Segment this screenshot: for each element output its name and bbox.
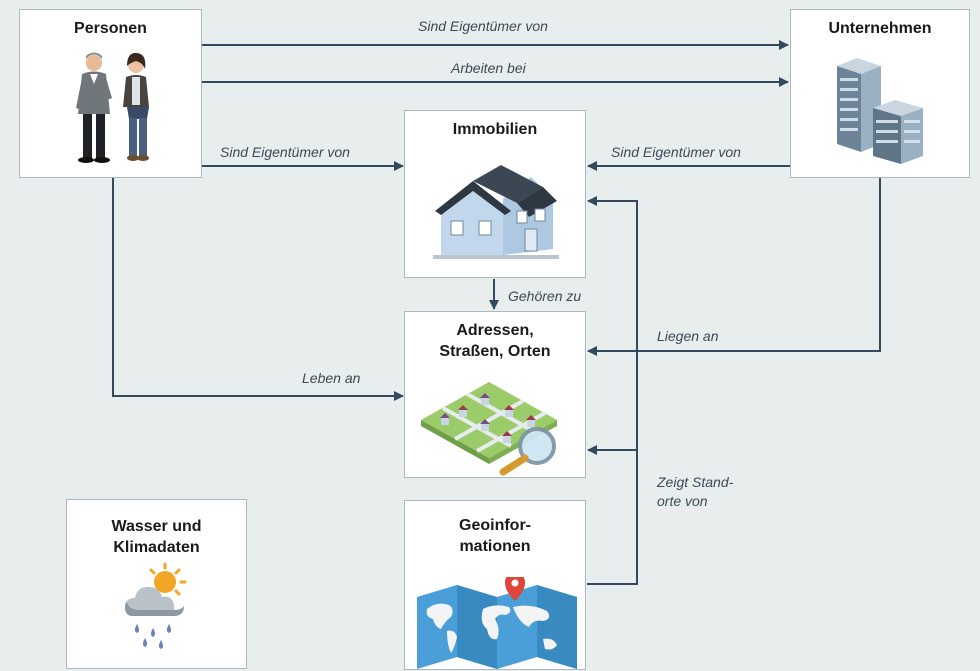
node-geo: Geoinfor- mationen bbox=[404, 500, 586, 670]
label-personen-leben-adressen: Leben an bbox=[302, 370, 361, 386]
node-immobilien: Immobilien bbox=[404, 110, 586, 278]
label-unternehmen-eigentuemer-immobilien: Sind Eigentümer von bbox=[611, 144, 741, 160]
node-title: Wasser und Klimadaten bbox=[111, 518, 202, 556]
node-title: Immobilien bbox=[452, 121, 538, 138]
node-title: Adressen, Straßen, Orten bbox=[439, 322, 551, 360]
node-adressen: Adressen, Straßen, Orten bbox=[404, 311, 586, 478]
node-personen: Personen bbox=[19, 9, 202, 178]
people-icon bbox=[76, 52, 149, 163]
node-title: Personen bbox=[74, 20, 147, 37]
label-personen-eigentuemer-immobilien: Sind Eigentümer von bbox=[220, 144, 350, 160]
weather-icon bbox=[125, 562, 187, 649]
node-wasser: Wasser und Klimadaten bbox=[66, 499, 247, 669]
label-geo-zeigt: Zeigt Stand- orte von bbox=[657, 474, 734, 509]
edge-unternehmen-liegen-adressen bbox=[587, 178, 881, 356]
edge-geo-main bbox=[587, 196, 638, 585]
office-buildings-icon bbox=[837, 58, 923, 164]
edge-personen-leben-adressen bbox=[112, 178, 404, 401]
node-unternehmen: Unternehmen bbox=[790, 9, 970, 178]
node-title: Geoinfor- mationen bbox=[459, 517, 531, 555]
label-unternehmen-liegen-adressen: Liegen an bbox=[657, 328, 719, 344]
city-map-magnifier-icon bbox=[421, 382, 557, 476]
label-immobilien-gehoeren-adressen: Gehören zu bbox=[508, 288, 582, 304]
house-icon bbox=[433, 165, 559, 259]
node-title: Unternehmen bbox=[828, 20, 932, 37]
world-map-icon bbox=[417, 577, 577, 669]
label-personen-eigentuemer-unternehmen: Sind Eigentümer von bbox=[418, 18, 548, 34]
label-personen-arbeiten-unternehmen: Arbeiten bei bbox=[451, 60, 526, 76]
